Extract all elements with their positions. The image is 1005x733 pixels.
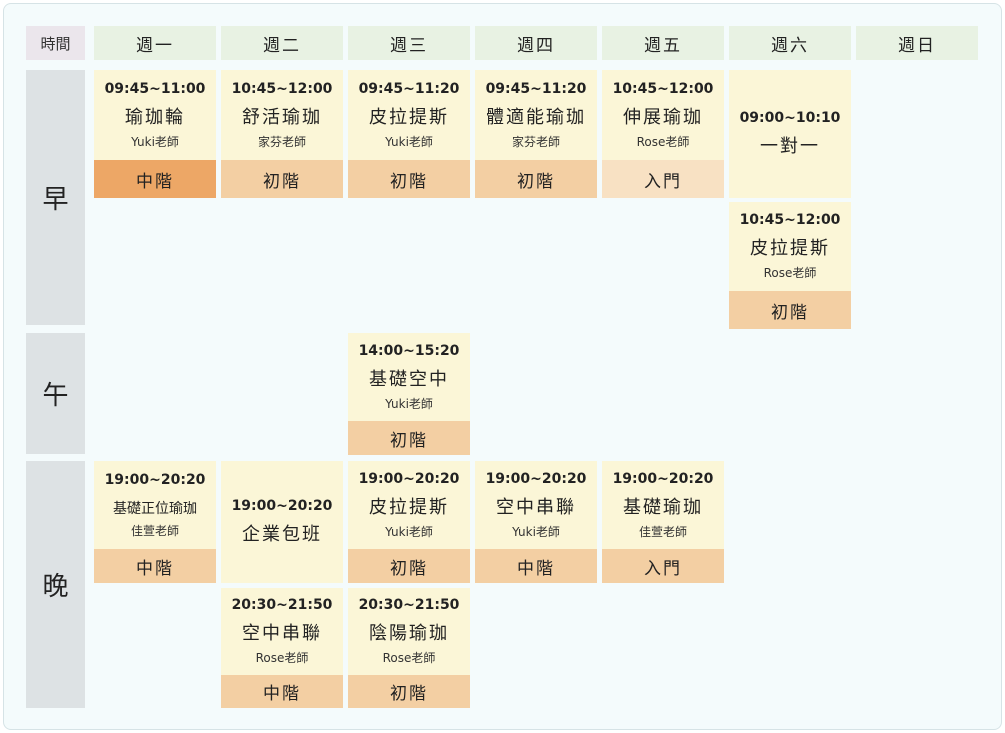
class-name: 皮拉提斯 <box>369 106 449 128</box>
class-time: 19:00~20:20 <box>485 470 587 487</box>
level-badge: 初階 <box>475 160 597 198</box>
level-badge: 中階 <box>94 549 216 583</box>
class-teacher: 佳萱老師 <box>130 523 179 538</box>
class-name: 基礎瑜珈 <box>623 496 703 518</box>
day-header-sat: 週六 <box>729 26 851 60</box>
class-time: 09:00~10:10 <box>739 110 841 126</box>
class-name: 空中串聯 <box>496 496 576 518</box>
class-time: 09:45~11:00 <box>104 80 206 97</box>
class-name: 體適能瑜珈 <box>486 106 586 128</box>
class-time: 20:30~21:50 <box>358 597 460 613</box>
level-badge: 中階 <box>475 549 597 583</box>
day-header-wed: 週三 <box>348 26 470 60</box>
level-badge: 初階 <box>221 160 343 198</box>
class-teacher: Yuki老師 <box>131 134 179 149</box>
class-card-fri-am[interactable]: 10:45~12:00 伸展瑜珈 Rose老師 入門 <box>602 70 724 198</box>
class-card-wed-eve-1[interactable]: 19:00~20:20 皮拉提斯 Yuki老師 初階 <box>348 461 470 583</box>
class-card-tue-eve-2[interactable]: 20:30~21:50 空中串聯 Rose老師 中階 <box>221 588 343 708</box>
day-header-mon: 週一 <box>94 26 216 60</box>
class-card-sat-am-1[interactable]: 09:00~10:10 一對一 <box>729 70 851 198</box>
class-name: 企業包班 <box>242 524 322 545</box>
level-badge: 中階 <box>221 675 343 708</box>
class-time: 10:45~12:00 <box>739 212 841 228</box>
level-badge: 初階 <box>729 291 851 329</box>
class-time: 19:00~20:20 <box>612 470 714 487</box>
class-card-sat-am-2[interactable]: 10:45~12:00 皮拉提斯 Rose老師 初階 <box>729 202 851 329</box>
class-card-mon-am[interactable]: 09:45~11:00 瑜珈輪 Yuki老師 中階 <box>94 70 216 198</box>
class-name: 基礎正位瑜珈 <box>113 500 197 517</box>
class-card-tue-eve-1[interactable]: 19:00~20:20 企業包班 <box>221 461 343 583</box>
level-badge: 入門 <box>602 549 724 583</box>
class-name: 空中串聯 <box>242 623 322 644</box>
class-card-mon-eve[interactable]: 19:00~20:20 基礎正位瑜珈 佳萱老師 中階 <box>94 461 216 583</box>
class-teacher: Rose老師 <box>763 266 817 280</box>
class-card-wed-am[interactable]: 09:45~11:20 皮拉提斯 Yuki老師 初階 <box>348 70 470 198</box>
level-badge: 初階 <box>348 549 470 583</box>
level-badge: 入門 <box>602 160 724 198</box>
class-time: 09:45~11:20 <box>485 80 587 97</box>
class-time: 20:30~21:50 <box>231 597 333 613</box>
level-badge: 中階 <box>94 160 216 198</box>
class-teacher: 家芬老師 <box>511 134 560 149</box>
class-time: 19:00~20:20 <box>231 498 333 514</box>
class-teacher: Yuki老師 <box>385 524 433 539</box>
class-name: 舒活瑜珈 <box>242 106 322 128</box>
class-time: 14:00~15:20 <box>358 342 460 359</box>
class-time: 10:45~12:00 <box>612 80 714 97</box>
class-teacher: 家芬老師 <box>257 134 306 149</box>
class-time: 19:00~20:20 <box>104 471 206 488</box>
class-name: 一對一 <box>760 136 820 157</box>
class-name: 基礎空中 <box>369 368 449 390</box>
class-card-tue-am[interactable]: 10:45~12:00 舒活瑜珈 家芬老師 初階 <box>221 70 343 198</box>
class-time: 10:45~12:00 <box>231 80 333 97</box>
day-header-fri: 週五 <box>602 26 724 60</box>
class-card-thu-am[interactable]: 09:45~11:20 體適能瑜珈 家芬老師 初階 <box>475 70 597 198</box>
period-morning: 早 <box>26 70 85 325</box>
level-badge: 初階 <box>348 675 470 708</box>
class-name: 皮拉提斯 <box>369 496 449 518</box>
class-teacher: Rose老師 <box>382 651 436 665</box>
period-afternoon: 午 <box>26 333 85 454</box>
class-name: 皮拉提斯 <box>750 238 830 259</box>
class-name: 陰陽瑜珈 <box>369 623 449 644</box>
class-teacher: Rose老師 <box>636 134 690 149</box>
level-badge: 初階 <box>348 160 470 198</box>
class-name: 瑜珈輪 <box>125 106 185 128</box>
class-time: 09:45~11:20 <box>358 80 460 97</box>
day-header-tue: 週二 <box>221 26 343 60</box>
class-time: 19:00~20:20 <box>358 470 460 487</box>
class-teacher: 佳萱老師 <box>638 524 687 539</box>
class-teacher: Yuki老師 <box>385 396 433 411</box>
class-card-wed-pm[interactable]: 14:00~15:20 基礎空中 Yuki老師 初階 <box>348 333 470 455</box>
class-card-thu-eve[interactable]: 19:00~20:20 空中串聯 Yuki老師 中階 <box>475 461 597 583</box>
class-teacher: Rose老師 <box>255 651 309 665</box>
class-card-wed-eve-2[interactable]: 20:30~21:50 陰陽瑜珈 Rose老師 初階 <box>348 588 470 708</box>
class-teacher: Yuki老師 <box>385 134 433 149</box>
class-teacher: Yuki老師 <box>512 524 560 539</box>
level-badge: 初階 <box>348 421 470 455</box>
day-header-sun: 週日 <box>856 26 978 60</box>
class-card-fri-eve[interactable]: 19:00~20:20 基礎瑜珈 佳萱老師 入門 <box>602 461 724 583</box>
day-header-thu: 週四 <box>475 26 597 60</box>
class-name: 伸展瑜珈 <box>623 106 703 128</box>
period-evening: 晚 <box>26 461 85 708</box>
time-corner-label: 時間 <box>26 26 85 60</box>
